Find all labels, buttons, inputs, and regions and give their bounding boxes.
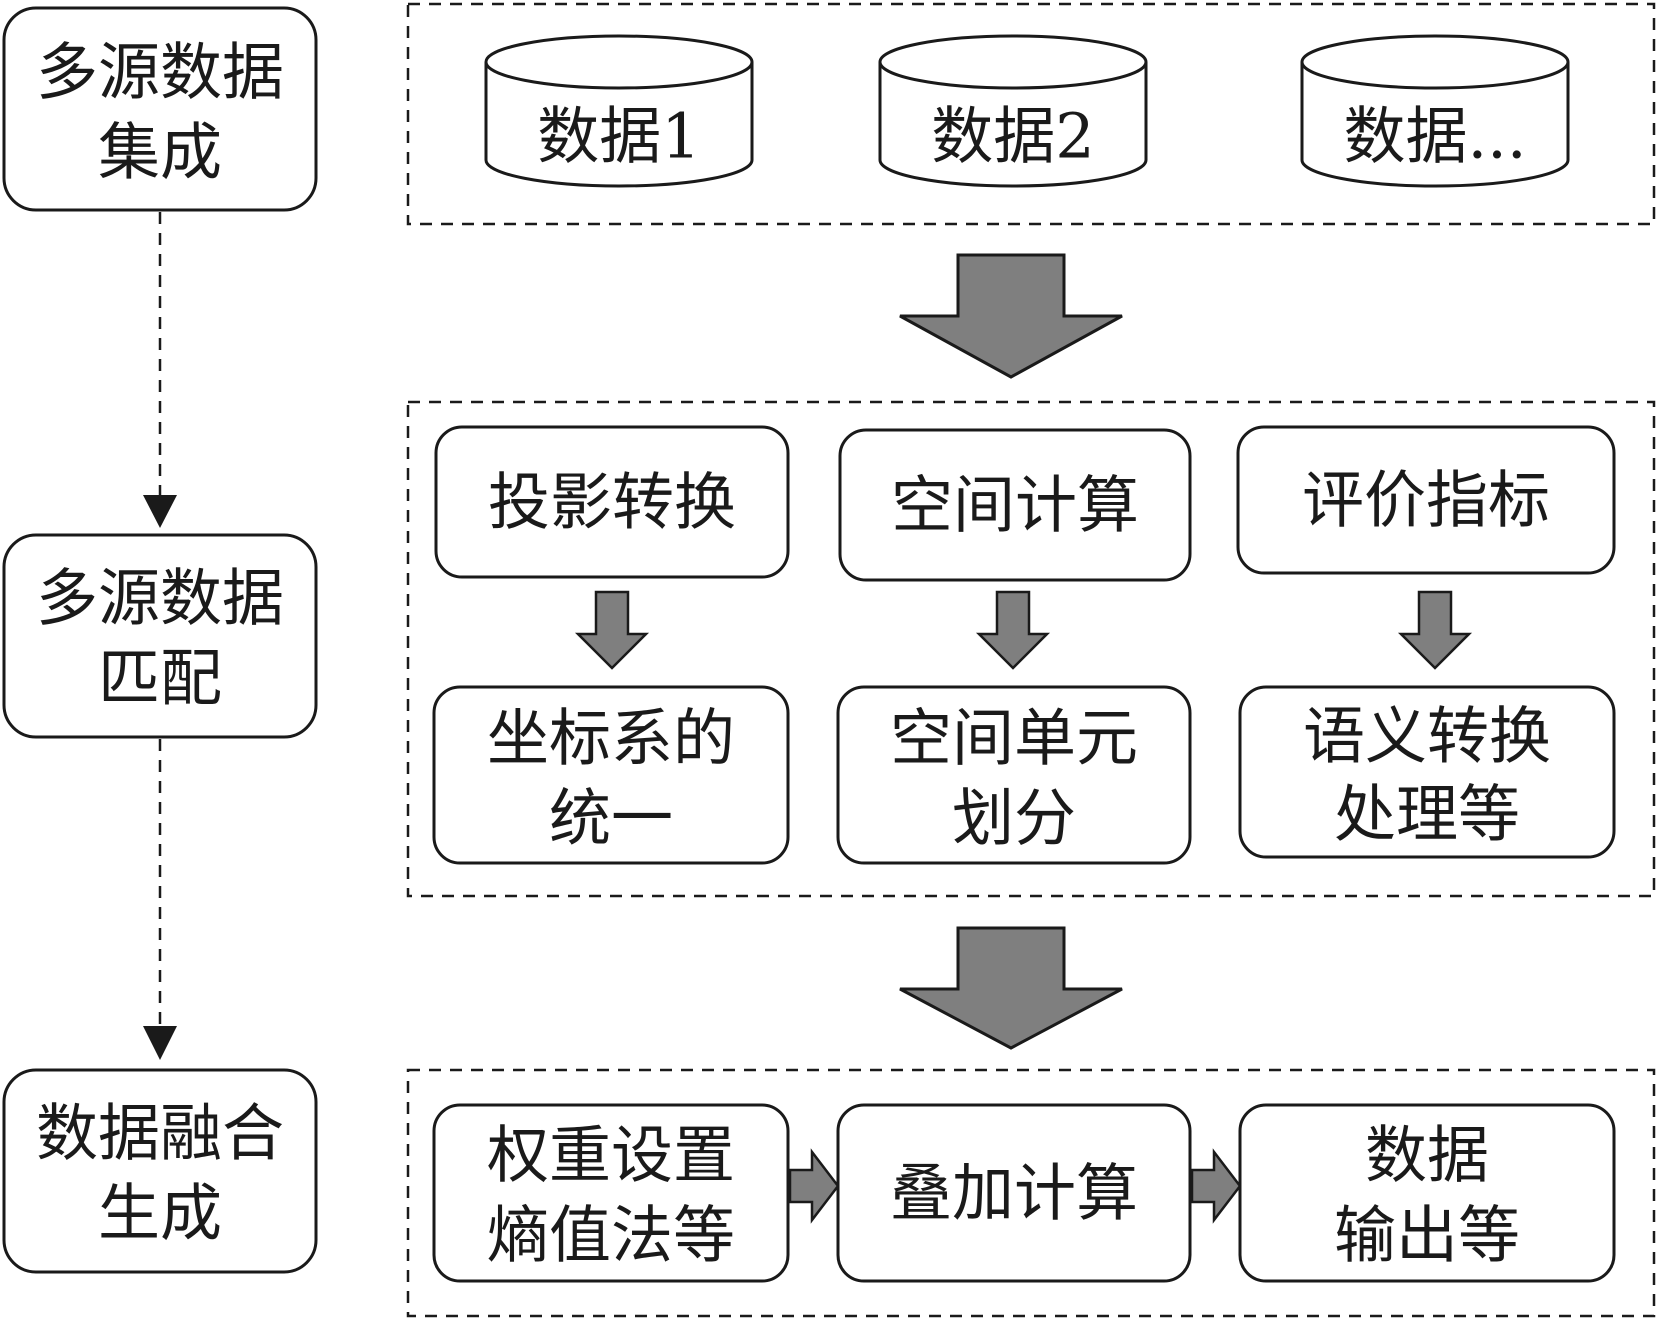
dashed-arrow-integration-to-matching <box>143 212 177 528</box>
step-projection-bottom-line-2: 统一 <box>549 782 673 855</box>
step-projection-bottom-line-1: 坐标系的 <box>487 702 735 775</box>
database-2: 数据2 <box>878 34 1148 188</box>
database-cylinder-icon <box>1300 34 1570 90</box>
big-down-arrow-icon <box>899 926 1123 1050</box>
step-spatial: 空间计算 空间单元 划分 <box>836 428 1192 865</box>
step-output-line-2: 输出等 <box>1334 1199 1520 1272</box>
database-cylinder-icon <box>484 34 754 90</box>
small-right-arrow-icon <box>1190 1148 1242 1224</box>
step-weighting-line-1: 权重设置 <box>487 1119 735 1192</box>
step-semantic: 评价指标 语义转换 处理等 <box>1236 425 1616 859</box>
database-more: 数据... <box>1300 34 1570 188</box>
panel-fusion-steps <box>406 1068 1656 1318</box>
arrowhead-down-icon <box>143 495 177 528</box>
arrowhead-down-icon <box>143 1026 177 1060</box>
database-label: 数据1 <box>537 100 700 173</box>
step-semantic-top-box <box>1236 425 1616 575</box>
small-down-arrow-icon <box>1397 590 1473 670</box>
step-projection: 投影转换 坐标系的 统一 <box>432 425 790 865</box>
step-semantic-bottom-box <box>1238 685 1616 859</box>
panel-matching-steps <box>406 400 1656 898</box>
stage-matching: 多源数据 匹配 <box>2 533 318 739</box>
step-projection-top-box <box>434 425 790 579</box>
step-semantic-top-label: 评价指标 <box>1302 464 1550 537</box>
database-label: 数据... <box>1343 100 1526 173</box>
step-spatial-top-box <box>838 428 1192 582</box>
step-projection-bottom-box <box>432 685 790 865</box>
big-down-arrow-icon <box>899 253 1123 379</box>
step-spatial-bottom-line-1: 空间单元 <box>890 702 1138 775</box>
database-label: 数据2 <box>931 100 1094 173</box>
stage-matching-line-2: 匹配 <box>98 642 222 715</box>
stage-integration: 多源数据 集成 <box>2 6 318 212</box>
step-semantic-bottom-line-1: 语义转换 <box>1303 700 1551 773</box>
step-weighting: 权重设置 熵值法等 <box>432 1103 790 1283</box>
stage-integration-line-1: 多源数据 <box>36 36 284 109</box>
stage-fusion: 数据融合 生成 <box>2 1068 318 1274</box>
step-output-line-1: 数据 <box>1365 1119 1489 1192</box>
dashed-arrow-matching-to-fusion <box>143 739 177 1060</box>
step-spatial-top-label: 空间计算 <box>891 469 1139 542</box>
step-overlay-label: 叠加计算 <box>890 1157 1138 1230</box>
stage-integration-line-2: 集成 <box>98 116 222 189</box>
stage-fusion-line-1: 数据融合 <box>36 1097 284 1170</box>
small-right-arrow-icon <box>788 1148 840 1224</box>
panel-data-sources <box>406 2 1656 226</box>
small-down-arrow-icon <box>574 590 650 670</box>
small-down-arrow-icon <box>975 590 1051 670</box>
step-weighting-line-2: 熵值法等 <box>487 1199 735 1272</box>
stage-fusion-line-2: 生成 <box>98 1177 222 1250</box>
step-projection-top-label: 投影转换 <box>488 466 736 539</box>
step-semantic-bottom-line-2: 处理等 <box>1334 778 1520 851</box>
database-cylinder-icon <box>878 34 1148 90</box>
database-1: 数据1 <box>484 34 754 188</box>
step-output: 数据 输出等 <box>1238 1103 1616 1283</box>
step-spatial-bottom-line-2: 划分 <box>952 782 1076 855</box>
step-spatial-bottom-box <box>836 685 1192 865</box>
stage-matching-line-1: 多源数据 <box>36 562 284 635</box>
step-overlay: 叠加计算 <box>836 1103 1192 1283</box>
